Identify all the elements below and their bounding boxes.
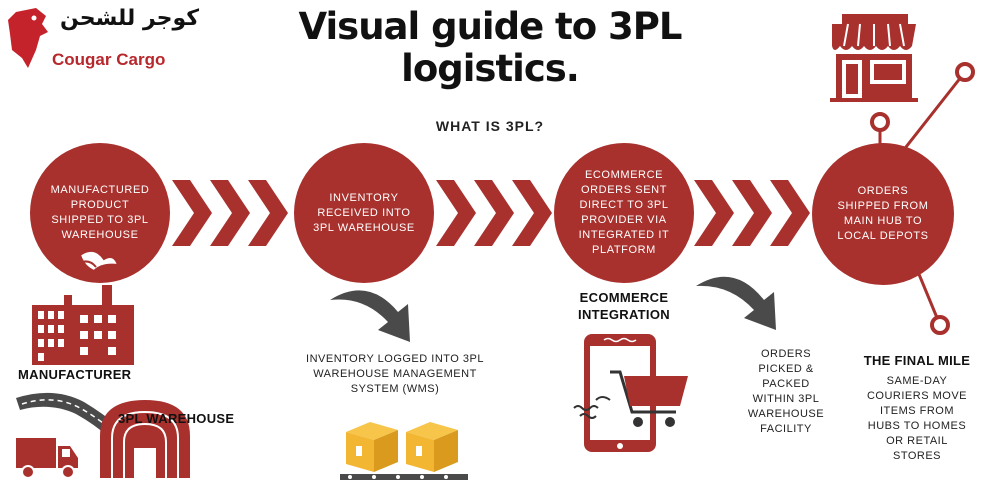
warehouse-label: 3PL WAREHOUSE bbox=[118, 411, 235, 426]
warehouse-icon bbox=[100, 400, 190, 478]
wms-label: INVENTORY LOGGED INTO 3PL WAREHOUSE MANA… bbox=[306, 353, 484, 395]
curved-arrow-1 bbox=[330, 290, 410, 342]
title-line-1: Visual guide to 3PL bbox=[298, 5, 683, 48]
store-icon bbox=[830, 14, 918, 102]
picked-packed-label: ORDERS PICKED & PACKED WITHIN 3PL WAREHO… bbox=[747, 348, 825, 435]
final-mile-title: THE FINAL MILE bbox=[863, 353, 971, 368]
page-subtitle: WHAT IS 3PL? bbox=[435, 118, 545, 134]
road-icon bbox=[16, 392, 120, 438]
ecom-integration-label: ECOMMERCE INTEGRATION bbox=[572, 289, 676, 323]
step-2-circle: INVENTORY RECEIVED INTO 3PL WAREHOUSE bbox=[294, 143, 434, 283]
factory-icon bbox=[32, 249, 134, 365]
ecom-label-line-2: INTEGRATION bbox=[578, 307, 670, 322]
title-line-2: logistics. bbox=[401, 47, 580, 90]
boxes-icon bbox=[340, 422, 468, 480]
chevron-arrows-2 bbox=[436, 180, 552, 246]
final-mile-text: SAME-DAY COURIERS MOVE ITEMS FROM HUBS T… bbox=[866, 375, 967, 462]
page-title: Visual guide to 3PL logistics. bbox=[260, 6, 720, 90]
step-4-circle: ORDERS SHIPPED FROM MAIN HUB TO LOCAL DE… bbox=[812, 143, 954, 285]
truck-icon bbox=[16, 438, 78, 479]
cougar-logo-icon bbox=[8, 8, 48, 68]
step-3-circle: ECOMMERCE ORDERS SENT DIRECT TO 3PL PROV… bbox=[554, 143, 694, 283]
ecom-label-line-1: ECOMMERCE bbox=[579, 290, 669, 305]
chevron-arrows-1 bbox=[172, 180, 288, 246]
logo-arabic-text: كوجر للشحن bbox=[60, 6, 200, 31]
manufacturer-label: MANUFACTURER bbox=[18, 367, 132, 382]
step-1-circle: MANUFACTURED PRODUCT SHIPPED TO 3PL WARE… bbox=[30, 143, 170, 283]
curved-arrow-2 bbox=[696, 276, 776, 330]
phone-cart-icon bbox=[573, 334, 688, 452]
chevron-arrows-3 bbox=[694, 180, 810, 246]
logo-english-text: Cougar Cargo bbox=[52, 50, 166, 69]
